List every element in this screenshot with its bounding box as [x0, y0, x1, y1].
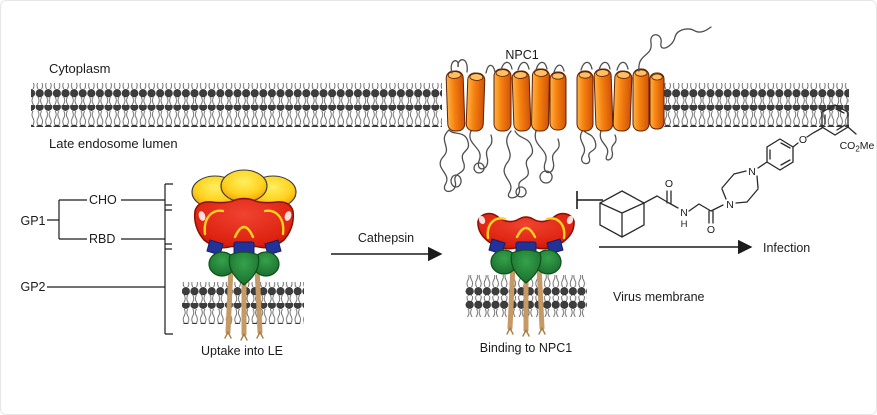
glycan-caps — [191, 169, 297, 209]
lumen-label: Late endosome lumen — [49, 136, 178, 151]
piperazine-n2-label: N — [748, 166, 756, 178]
carbonyl-1 — [666, 190, 672, 204]
cathepsin-arrow: Cathepsin — [331, 231, 443, 262]
rbd-label: RBD — [89, 232, 115, 246]
cho-label: CHO — [89, 193, 117, 207]
gp2-base-green — [208, 251, 280, 286]
npc1-cytoplasmic-loops — [450, 26, 712, 74]
ester-label: CO2Me — [840, 140, 875, 154]
carbonyl-o1-label: O — [665, 178, 673, 190]
benzyl-bonds — [806, 127, 823, 138]
virus-membrane-label: Virus membrane — [613, 290, 705, 304]
bond-n-aryl — [757, 161, 768, 169]
gp1-label: GP1 — [20, 214, 45, 228]
infection-label: Infection — [763, 241, 810, 255]
adamantane-cage — [599, 190, 645, 238]
gp1-highlight — [478, 215, 486, 225]
gp-trimer-cleaved — [465, 212, 587, 337]
amide-n-label: N — [680, 207, 688, 219]
gp1-highlight — [566, 215, 574, 225]
npc1-helix-bundle — [445, 68, 665, 132]
npc1-label: NPC1 — [505, 48, 538, 62]
gp1-highlight — [198, 211, 206, 221]
gp-trimer-uncleaved — [182, 169, 304, 341]
binding-label: Binding to NPC1 — [480, 341, 572, 355]
gp1-highlight — [284, 211, 292, 221]
phenyl-ring-1 — [766, 138, 794, 171]
glycine-bonds — [688, 203, 712, 212]
inhibitor-molecule: O N H O N N O CO2Me — [599, 104, 875, 238]
carbonyl-o2-label: O — [707, 224, 715, 236]
endosome-membrane — [31, 83, 849, 127]
bond-aryl-o — [792, 142, 799, 148]
npc1-luminal-loops — [439, 129, 617, 199]
cathepsin-label: Cathepsin — [358, 231, 414, 245]
carbonyl-2 — [708, 210, 714, 224]
gp2-stalks — [224, 264, 264, 341]
uptake-label: Uptake into LE — [201, 344, 283, 358]
gp2-base-green — [490, 249, 562, 284]
amide-h-label: H — [681, 219, 688, 230]
gp-annotation: GP1 CHO RBD GP2 — [20, 183, 173, 335]
gp1-yellow-details — [486, 217, 566, 240]
glycan-cap — [220, 169, 268, 203]
gp2-stalks — [506, 262, 546, 337]
gp1-core-cleaved — [477, 212, 575, 252]
ether-o-label: O — [799, 134, 807, 146]
inhibition-tbar — [576, 191, 603, 209]
cytoplasm-label: Cytoplasm — [49, 61, 110, 76]
bond-ester — [847, 126, 857, 135]
linker-bonds — [643, 195, 670, 204]
phenyl-ring-2 — [821, 104, 849, 136]
gp1-yellow-details — [203, 209, 285, 239]
bond-c-n2 — [710, 204, 724, 212]
gp2-label: GP2 — [20, 280, 45, 294]
infection-arrow: Infection — [599, 239, 810, 255]
piperazine-ring: N N — [721, 166, 759, 211]
bond-c-n — [668, 202, 679, 209]
piperazine-n1-label: N — [726, 199, 734, 211]
